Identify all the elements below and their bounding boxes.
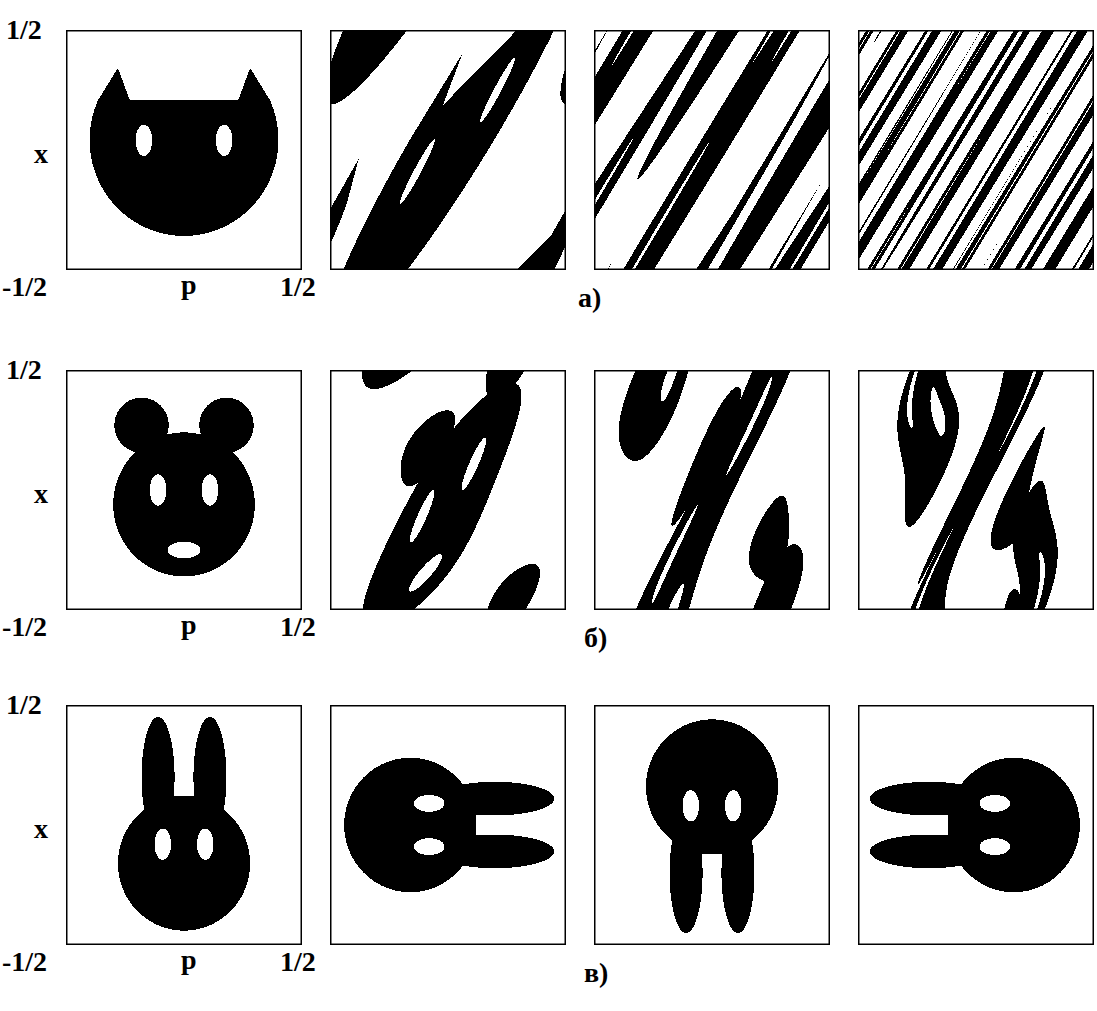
- axis-label: 1/2: [6, 16, 42, 44]
- rabbit-image: [330, 705, 566, 945]
- phase-panel: [858, 705, 1094, 945]
- phase-panel: [594, 705, 830, 945]
- panel-frame: [331, 371, 566, 610]
- mouse-image: [858, 370, 1094, 610]
- panel-frame: [595, 706, 830, 945]
- mouse-image: [330, 370, 566, 610]
- cat-image: [66, 30, 302, 270]
- mouse-image: [66, 370, 302, 610]
- phase-panel: [330, 705, 566, 945]
- panel-letter: б): [584, 624, 607, 652]
- rabbit-image: [594, 705, 830, 945]
- axis-label: p: [181, 611, 197, 639]
- panel-frame: [67, 371, 302, 610]
- panel-frame: [595, 371, 830, 610]
- panel-frame: [859, 371, 1094, 610]
- panel-frame: [67, 706, 302, 945]
- axis-label: -1/2: [2, 948, 47, 976]
- phase-panel: [66, 705, 302, 945]
- panel-frame: [67, 31, 302, 270]
- phase-panel: [330, 30, 566, 270]
- axis-label: p: [181, 271, 197, 299]
- phase-panel: [858, 30, 1094, 270]
- axis-label: 1/2: [6, 691, 42, 719]
- axis-label: 1/2: [280, 948, 316, 976]
- phase-panel: [66, 370, 302, 610]
- axis-label: 1/2: [280, 613, 316, 641]
- panel-frame: [595, 31, 830, 270]
- panel-frame: [859, 31, 1094, 270]
- axis-label: 1/2: [6, 356, 42, 384]
- cat-image: [330, 30, 566, 270]
- axis-label: -1/2: [2, 273, 47, 301]
- rabbit-image: [66, 705, 302, 945]
- phase-panel: [66, 30, 302, 270]
- axis-label: x: [34, 480, 48, 508]
- phase-panel: [594, 30, 830, 270]
- phase-panel: [594, 370, 830, 610]
- axis-label: x: [34, 815, 48, 843]
- panel-letter: в): [584, 959, 608, 987]
- axis-label: x: [34, 140, 48, 168]
- axis-label: -1/2: [2, 613, 47, 641]
- panel-frame: [331, 706, 566, 945]
- phase-panel: [858, 370, 1094, 610]
- mouse-image: [594, 370, 830, 610]
- phase-panel: [330, 370, 566, 610]
- panel-frame: [331, 31, 566, 270]
- cat-image: [858, 30, 1094, 270]
- panel-frame: [859, 706, 1094, 945]
- axis-label: 1/2: [280, 273, 316, 301]
- axis-label: p: [181, 946, 197, 974]
- cat-image: [594, 30, 830, 270]
- panel-letter: а): [578, 284, 601, 312]
- rabbit-image: [858, 705, 1094, 945]
